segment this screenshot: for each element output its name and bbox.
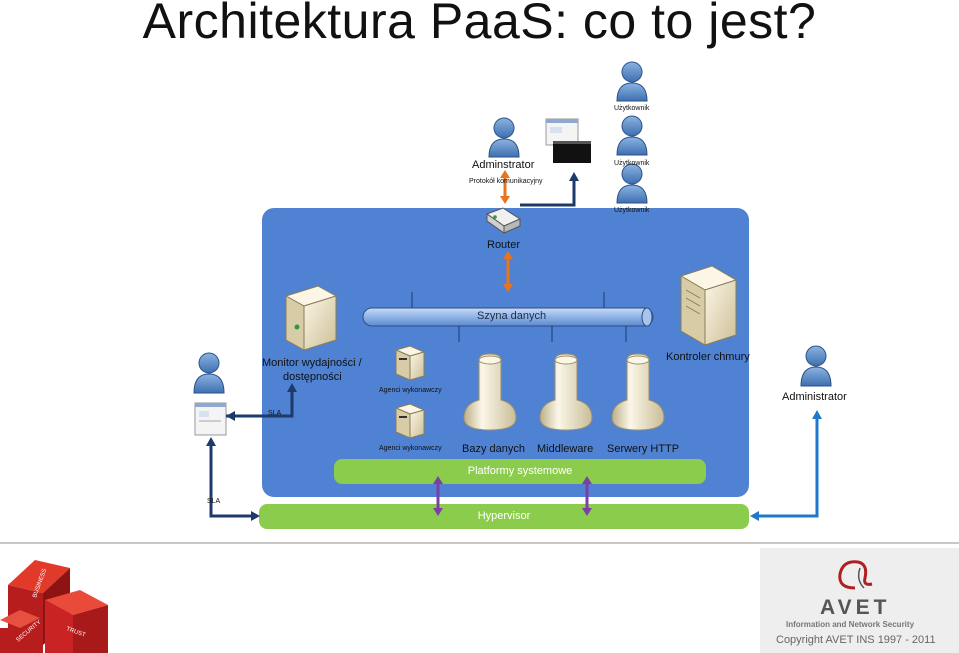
slide-title: Architektura PaaS: co to jest? [142, 0, 817, 49]
admin-top-label: Adminstrator [472, 159, 535, 171]
platforms-hypervisor-arrow-left [433, 476, 443, 516]
agents-label-2: Agenci wykonawczy [379, 445, 442, 452]
controller-server-icon [679, 265, 738, 346]
business-trust-cubes-logo: BUSINESS SECURITY TRUST [0, 560, 108, 653]
router-to-terminal-arrow [520, 172, 579, 207]
hypervisor-label: Hypervisor [477, 510, 531, 522]
admin-right-person-icon [800, 345, 832, 387]
middleware-label: Middleware [537, 443, 594, 455]
terminal-window-icon [553, 141, 591, 163]
admin-hypervisor-arrow [750, 410, 822, 521]
avet-logo-name: AVET [820, 596, 891, 619]
protocol-label: Protokół komunikacyjny [469, 178, 543, 185]
databases-label: Bazy danych [462, 443, 525, 455]
monitor-label: Monitor wydajności / [262, 357, 362, 369]
platforms-label: Platformy systemowe [467, 465, 573, 477]
user-label-1: Użytkownik [614, 105, 650, 112]
middleware-pillar-icon [539, 353, 593, 431]
footer-divider [0, 542, 959, 544]
hypervisor-bar [259, 504, 749, 529]
agents-label-1: Agenci wykonawczy [379, 387, 442, 394]
sla-label-hypervisor: SLA [207, 498, 221, 505]
monitor-server-icon [284, 285, 338, 351]
app-window-icon [545, 118, 579, 146]
admin-top-person-icon [488, 117, 520, 158]
avet-logo-icon [838, 560, 873, 590]
router-label: Router [487, 239, 521, 251]
user-label-3: Użytkownik [614, 207, 650, 214]
left-user-person-icon [193, 352, 225, 394]
copyright-text: Copyright AVET INS 1997 - 2011 [776, 634, 936, 646]
sla-hypervisor-arrow [206, 437, 260, 521]
http-servers-pillar-icon [611, 353, 665, 431]
sla-label-monitor: SLA [268, 410, 282, 417]
data-bus-icon [362, 292, 654, 342]
router-icon [485, 207, 522, 234]
avet-tagline: Information and Network Security [786, 620, 915, 629]
monitor-label-2: dostępności [283, 371, 342, 383]
controller-label: Kontroler chmury [666, 351, 750, 363]
sla-monitor-arrow [226, 383, 297, 421]
user-icon-1 [616, 61, 648, 102]
user-label-2: Użytkownik [614, 160, 650, 167]
data-bus-label: Szyna danych [477, 310, 547, 322]
admin-right-label: Administrator [782, 391, 847, 403]
agent-server-icon-1 [394, 345, 426, 381]
platforms-hypervisor-arrow-right [582, 476, 592, 516]
user-icon-3 [616, 163, 648, 204]
protocol-arrow [500, 170, 510, 204]
router-bus-arrow [503, 251, 513, 292]
user-icon-2 [616, 115, 648, 156]
agent-server-icon-2 [394, 403, 426, 439]
left-window-icon [194, 402, 227, 436]
avet-logo-panel [760, 548, 959, 653]
platforms-bar [334, 459, 706, 484]
http-servers-label: Serwery HTTP [607, 443, 680, 455]
databases-pillar-icon [463, 353, 517, 431]
